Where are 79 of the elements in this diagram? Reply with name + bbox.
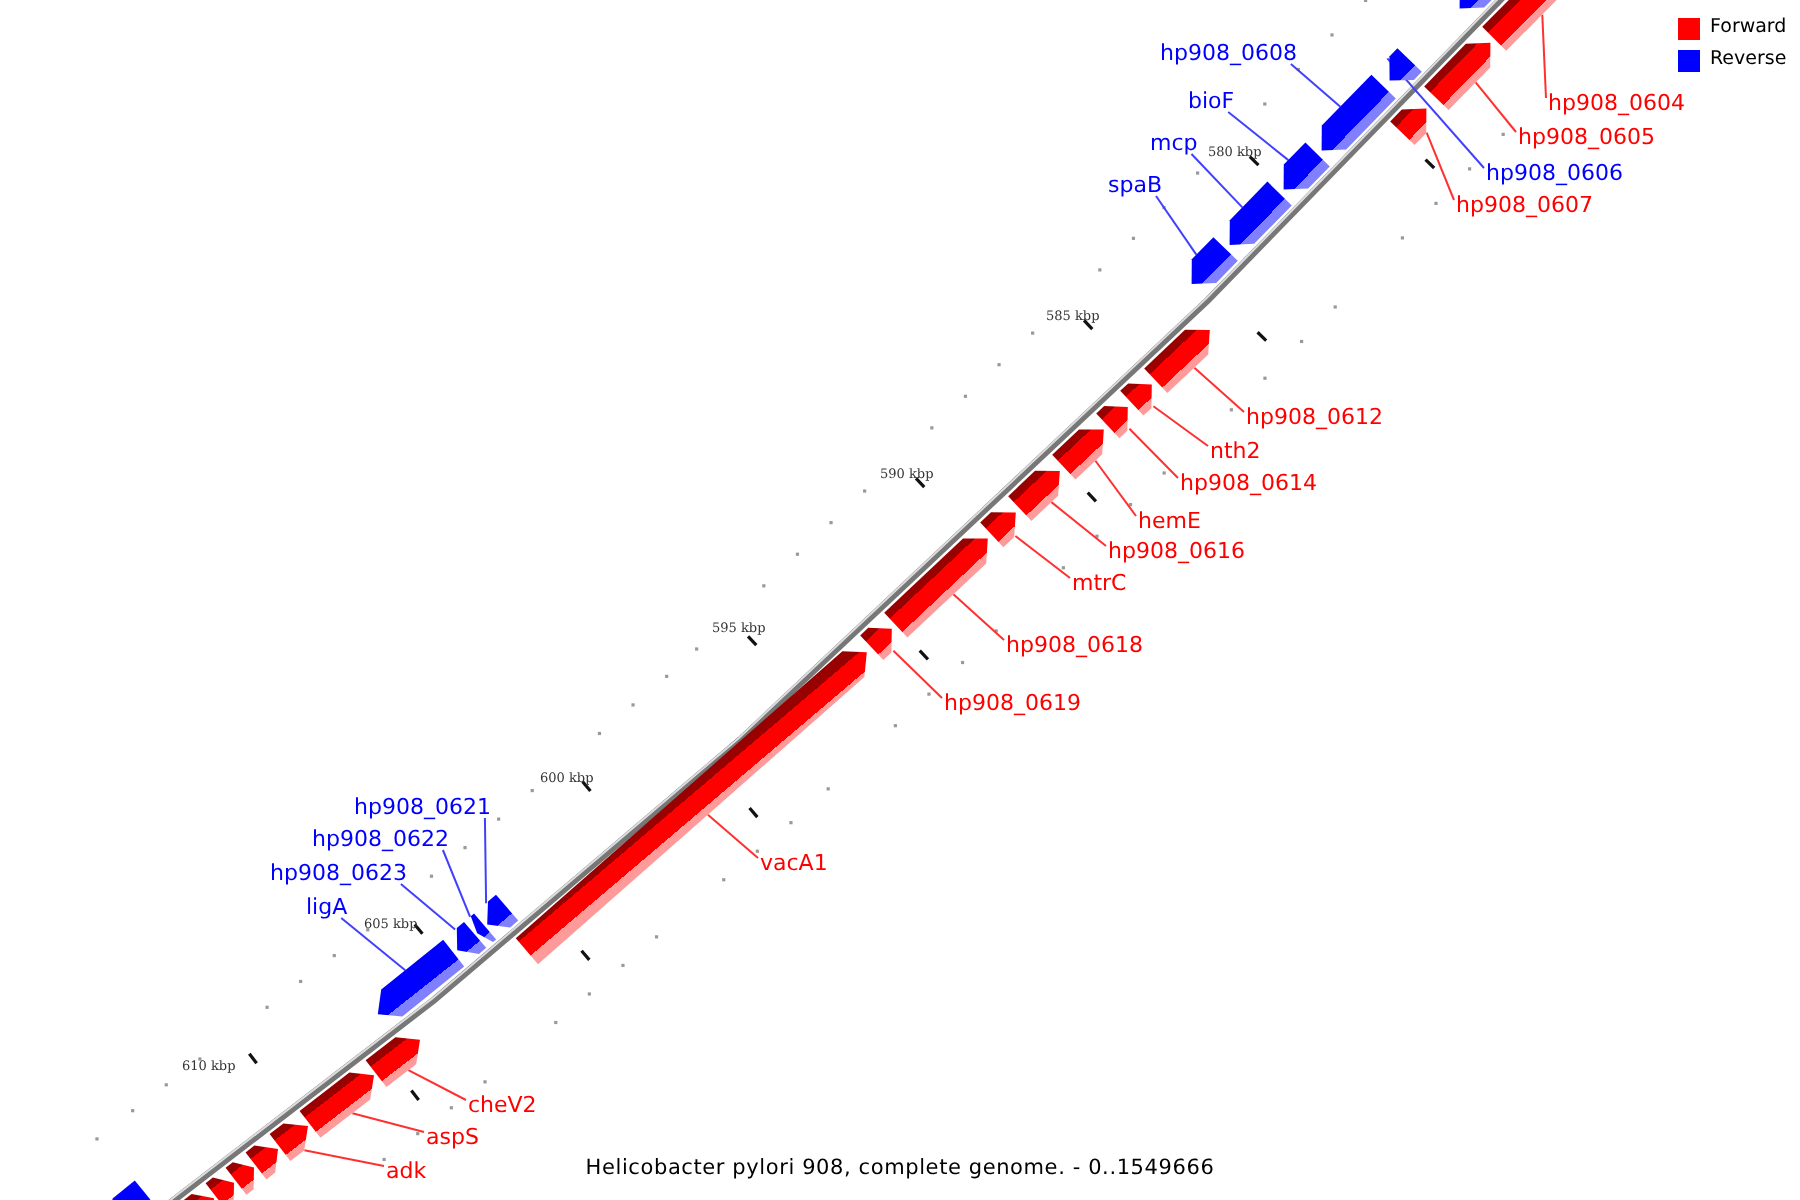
leader-line	[1155, 195, 1198, 256]
leader-line	[1190, 153, 1244, 209]
leader-line	[1289, 63, 1342, 108]
gene-label: hp908_0604	[1548, 90, 1685, 118]
leader-line	[303, 1149, 385, 1167]
leader-line	[1425, 131, 1455, 201]
leader-line	[1193, 366, 1245, 413]
leader-line	[340, 917, 407, 972]
gene-block	[365, 1037, 420, 1087]
leader-line	[1050, 501, 1107, 547]
leader-line	[706, 813, 759, 859]
gene-block	[456, 922, 487, 954]
gene-label: hp908_0614	[1180, 470, 1317, 498]
leader-line	[407, 1069, 467, 1101]
gene-block	[1321, 74, 1396, 151]
gene-label: vacA1	[760, 850, 828, 878]
gene-block	[1229, 181, 1292, 245]
gene-label: hp908_0616	[1108, 538, 1245, 566]
gene-label: mcp	[1150, 130, 1198, 158]
leader-line	[441, 849, 472, 918]
leader-line	[1094, 459, 1137, 517]
gene-label: hp908_0622	[312, 826, 449, 854]
gene-block	[1052, 429, 1104, 480]
gene-block	[1389, 48, 1422, 81]
gene-label: nth2	[1210, 438, 1261, 466]
gene-label: hp908_0619	[944, 690, 1081, 718]
gene-block	[860, 627, 892, 660]
gene-block	[205, 1177, 234, 1200]
gene-block	[245, 1145, 278, 1180]
gene-label: hp908_0618	[1006, 632, 1143, 660]
gene-block	[1424, 42, 1491, 110]
leader-line	[1152, 405, 1209, 447]
gene-label: hp908_0608	[1160, 40, 1297, 68]
gene-label: hp908_0607	[1456, 192, 1593, 220]
leader-line	[351, 1112, 425, 1133]
gene-label: aspS	[426, 1124, 479, 1152]
gene-block	[1144, 329, 1210, 393]
gene-block	[1120, 383, 1152, 416]
gene-label: mtrC	[1072, 570, 1127, 598]
gene-block	[1191, 237, 1238, 284]
leader-line	[399, 883, 457, 931]
gene-label: adk	[386, 1158, 427, 1186]
legend-label: Forward	[1710, 16, 1787, 38]
gene-block	[183, 1194, 214, 1200]
gene-label: hp908_0612	[1246, 404, 1383, 432]
gene-block	[980, 512, 1016, 548]
leader-line	[1227, 111, 1290, 162]
caption: Helicobacter pylori 908, complete genome. - 0..1549666	[585, 1156, 1215, 1180]
gene-label: hp908_0605	[1518, 124, 1655, 152]
gene-label: bioF	[1188, 88, 1235, 116]
gene-block	[1283, 142, 1330, 190]
gene-block	[884, 538, 988, 638]
gene-block	[470, 913, 497, 942]
legend-label: Reverse	[1710, 48, 1787, 70]
leader-line	[1014, 535, 1071, 579]
gene-label: ligA	[306, 894, 348, 922]
gene-label: hemE	[1138, 508, 1201, 536]
gene-block	[1390, 108, 1427, 145]
leader-line	[952, 593, 1005, 641]
gene-label: hp908_0621	[354, 794, 491, 822]
gene-label: cheV2	[468, 1092, 537, 1120]
gene-block	[269, 1123, 308, 1161]
gene-block	[1008, 470, 1060, 521]
gene-block	[225, 1162, 254, 1195]
leader-line	[483, 817, 488, 905]
leader-line	[1541, 13, 1547, 99]
gene-block	[299, 1072, 374, 1138]
gene-block	[377, 939, 465, 1017]
gene-label: hp908_0606	[1486, 160, 1623, 188]
gene-block	[1459, 0, 1496, 9]
leader-line	[1128, 427, 1179, 479]
gene-block	[487, 894, 519, 928]
leader-line	[1474, 81, 1517, 133]
leader-line	[1386, 57, 1485, 169]
gene-block	[1096, 406, 1128, 439]
gene-label: hp908_0623	[270, 860, 407, 888]
gene-label: spaB	[1108, 172, 1163, 200]
leader-line	[892, 649, 943, 699]
gene-block	[515, 651, 867, 965]
